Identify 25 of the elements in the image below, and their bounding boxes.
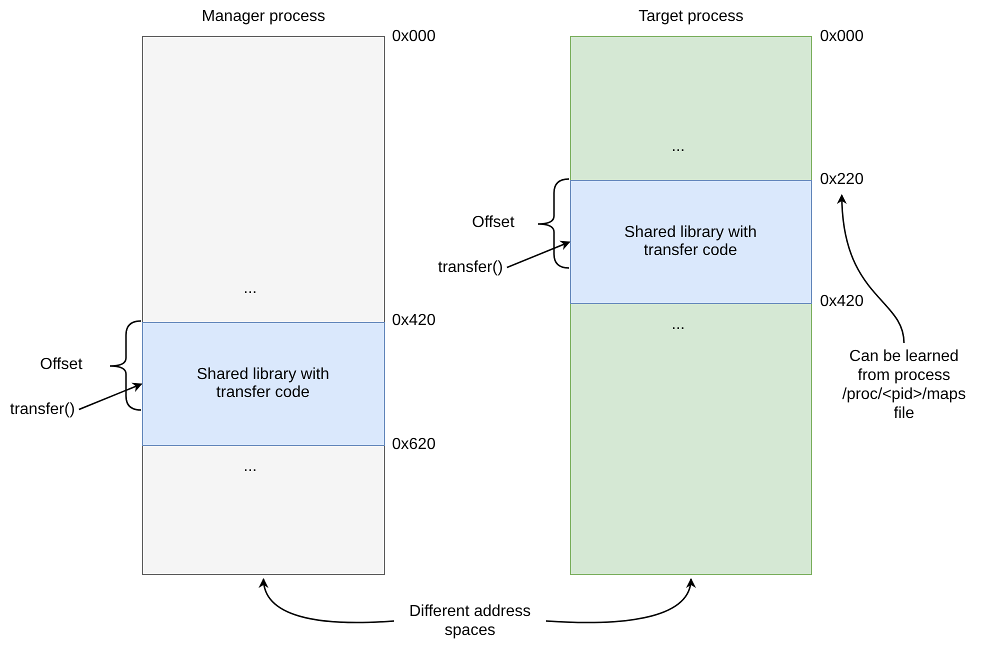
column-heading: Manager process	[200, 8, 326, 26]
memory-segment: Shared library with transfer code	[142, 322, 384, 446]
ellipsis-text: ...	[244, 280, 257, 298]
arrow	[506, 240, 570, 268]
address-label: 0x420	[820, 293, 864, 311]
address-label: 0x420	[392, 312, 436, 330]
address-label: 0x220	[820, 170, 864, 189]
function-label: transfer()	[438, 258, 503, 277]
brace-label: Offset	[472, 214, 514, 232]
ellipsis-text: ...	[244, 458, 257, 476]
ellipsis-text: ...	[672, 138, 685, 156]
ellipsis-text: ...	[672, 316, 685, 334]
annotation-text: Can be learned from process /proc/<pid>/maps file	[840, 347, 968, 423]
annotation-text: Different address spaces	[400, 602, 540, 640]
brace-label: Offset	[40, 356, 82, 374]
arrow	[546, 578, 695, 624]
memory-segment: Shared library with transfer code	[570, 180, 812, 304]
arrow	[837, 194, 905, 344]
arrow	[78, 382, 142, 410]
column-heading: Target process	[638, 8, 744, 26]
address-label: 0x620	[392, 436, 436, 454]
function-label: transfer()	[10, 400, 75, 419]
address-label: 0x000	[392, 28, 436, 46]
address-label: 0x000	[820, 28, 864, 46]
arrow	[260, 578, 394, 624]
